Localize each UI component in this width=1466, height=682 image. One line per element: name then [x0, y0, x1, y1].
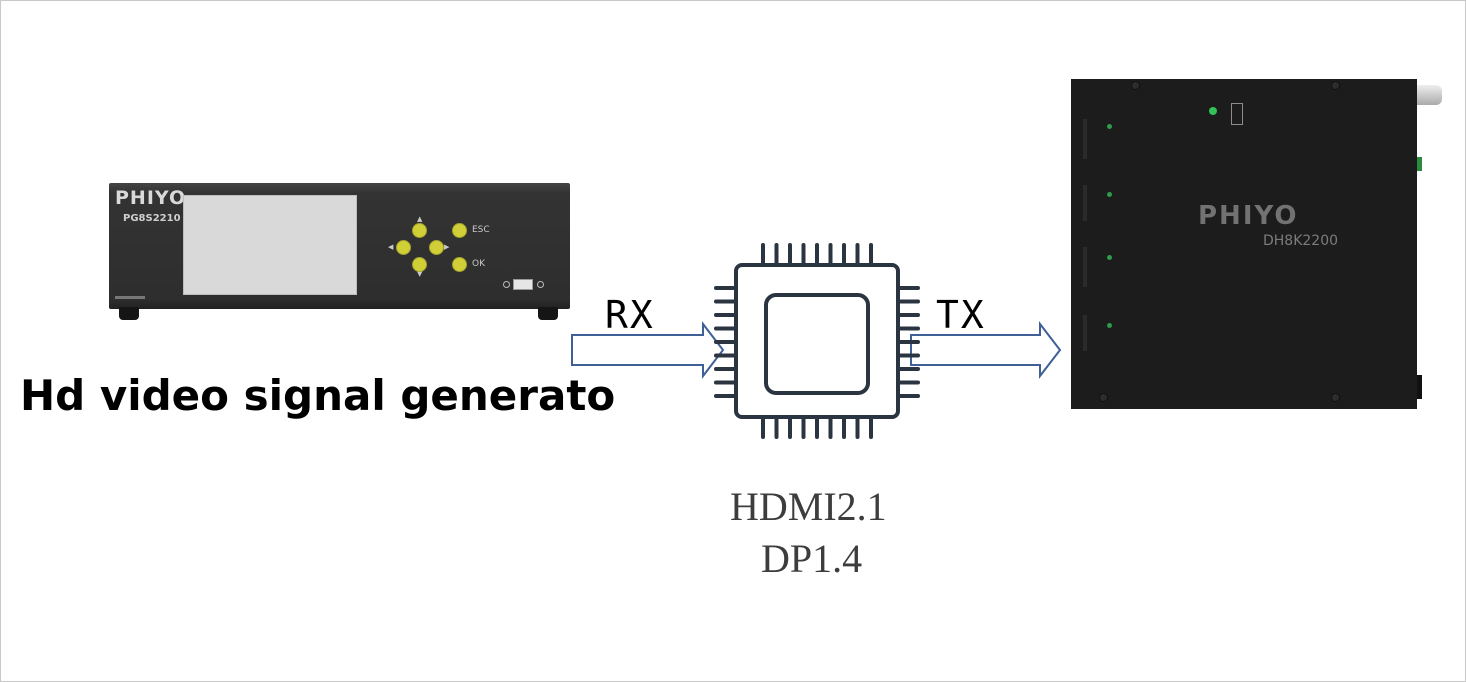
generator-indicator-2: [537, 281, 544, 288]
right-key: [429, 240, 444, 255]
signal-generator-device: PHIYO PG8S2210 ▲ ▼ ◀ ▶ ESC OK: [109, 183, 570, 321]
analyzer-model: DH8K2200: [1263, 233, 1339, 249]
tx-label: TX: [936, 293, 986, 337]
generator-foot-left: [119, 307, 139, 320]
generator-indicator: [503, 281, 510, 288]
power-led-icon: [1209, 107, 1217, 115]
interface-hdmi: HDMI2.1: [730, 484, 887, 529]
generator-tag: [115, 296, 145, 299]
port-led: [1107, 255, 1112, 260]
screw: [1331, 393, 1340, 402]
port-marking: [1083, 119, 1087, 159]
port-marking: [1083, 247, 1087, 287]
screw: [1331, 81, 1340, 90]
analyzer-device: PHIYO DH8K2200: [1065, 75, 1445, 415]
analyzer-brand: PHIYO: [1198, 201, 1299, 231]
usb-port: [513, 279, 533, 290]
port-led: [1107, 192, 1112, 197]
port-led: [1107, 323, 1112, 328]
tx-arrow: [910, 321, 1062, 379]
screw: [1099, 393, 1108, 402]
analyzer-side-port: [1416, 375, 1422, 399]
generator-brand: PHIYO: [115, 187, 187, 209]
port-marking: [1083, 315, 1087, 351]
up-key: [412, 223, 427, 238]
analyzer-body: [1071, 79, 1417, 409]
interface-dp: DP1.4: [761, 536, 863, 581]
generator-screen: [183, 195, 357, 295]
screw: [1131, 81, 1140, 90]
down-key: [412, 257, 427, 272]
esc-label: ESC: [472, 225, 490, 235]
analyzer-port-tab: [1416, 157, 1422, 171]
generator-foot-right: [538, 307, 558, 320]
ok-label: OK: [472, 259, 485, 269]
esc-key: [452, 223, 467, 238]
left-key: [396, 240, 411, 255]
generator-caption: Hd video signal generato: [20, 371, 616, 420]
dip-switch: [1231, 103, 1243, 125]
generator-model: PG8S2210: [123, 213, 181, 224]
left-arrow-icon: ◀: [388, 243, 394, 251]
rx-label: RX: [605, 293, 655, 337]
port-marking: [1083, 185, 1087, 221]
port-led: [1107, 124, 1112, 129]
up-arrow-icon: ▲: [417, 215, 423, 223]
rx-arrow: [571, 321, 725, 379]
down-arrow-icon: ▼: [417, 270, 423, 278]
ok-key: [452, 257, 467, 272]
right-arrow-icon: ▶: [444, 243, 450, 251]
analyzer-knob: [1416, 85, 1442, 105]
chip-icon: [714, 243, 920, 439]
